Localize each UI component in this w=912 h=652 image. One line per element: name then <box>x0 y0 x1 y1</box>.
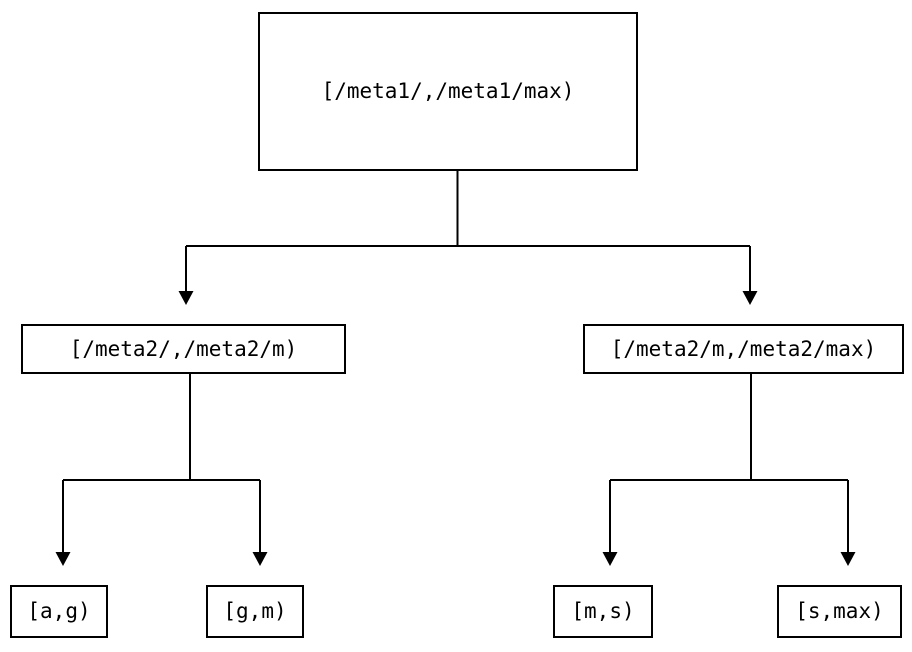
arrowhead-to-mid-right <box>742 291 758 305</box>
node-leaf-2[interactable]: [g,m) <box>206 585 304 638</box>
node-leaf-4[interactable]: [s,max) <box>777 585 902 638</box>
arrowhead-to-leaf-1 <box>55 552 71 566</box>
node-root[interactable]: [/meta1/,/meta1/max) <box>258 12 638 171</box>
node-mid-left[interactable]: [/meta2/,/meta2/m) <box>21 324 346 374</box>
node-leaf-4-label: [s,max) <box>795 599 884 623</box>
node-leaf-1[interactable]: [a,g) <box>10 585 108 638</box>
node-leaf-3-label: [m,s) <box>571 599 635 623</box>
node-leaf-3[interactable]: [m,s) <box>553 585 653 638</box>
arrowhead-to-leaf-4 <box>840 552 856 566</box>
arrowhead-to-mid-left <box>178 291 194 305</box>
node-mid-left-label: [/meta2/,/meta2/m) <box>69 336 298 361</box>
arrowhead-to-leaf-2 <box>252 552 268 566</box>
node-mid-right[interactable]: [/meta2/m,/meta2/max) <box>583 324 904 374</box>
node-mid-right-label: [/meta2/m,/meta2/max) <box>610 336 877 361</box>
node-root-label: [/meta1/,/meta1/max) <box>321 79 575 103</box>
node-leaf-1-label: [a,g) <box>27 599 91 623</box>
node-leaf-2-label: [g,m) <box>223 599 287 623</box>
arrowhead-to-leaf-3 <box>602 552 618 566</box>
